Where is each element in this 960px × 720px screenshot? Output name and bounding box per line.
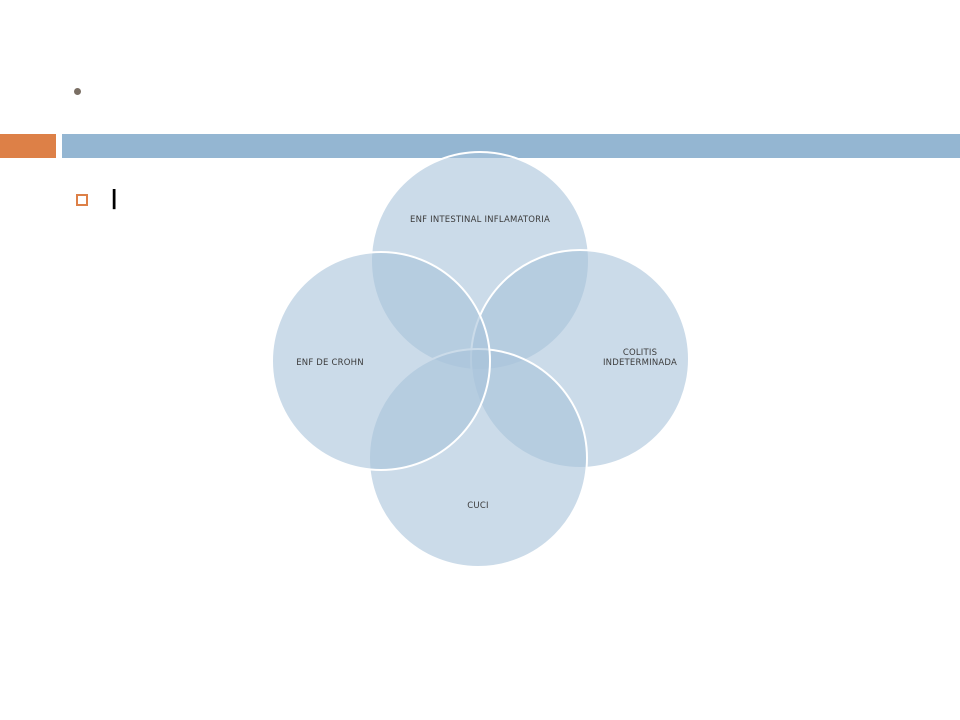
square-bullet-icon <box>76 194 88 206</box>
circle-label-right: COLITIS <box>623 348 657 358</box>
title-bullet-dot <box>74 88 81 95</box>
header-bar <box>62 134 960 158</box>
circle-left <box>271 251 491 471</box>
circle-label-bottom: CUCI <box>467 501 488 511</box>
header-accent-bar <box>0 134 56 158</box>
circle-label-right: INDETERMINADA <box>603 358 677 368</box>
circle-label-left: ENF DE CROHN <box>296 358 364 368</box>
bullet-text: I <box>110 183 119 216</box>
circle-label-top: ENF INTESTINAL INFLAMATORIA <box>410 215 550 225</box>
content-bullet: I <box>76 185 118 215</box>
